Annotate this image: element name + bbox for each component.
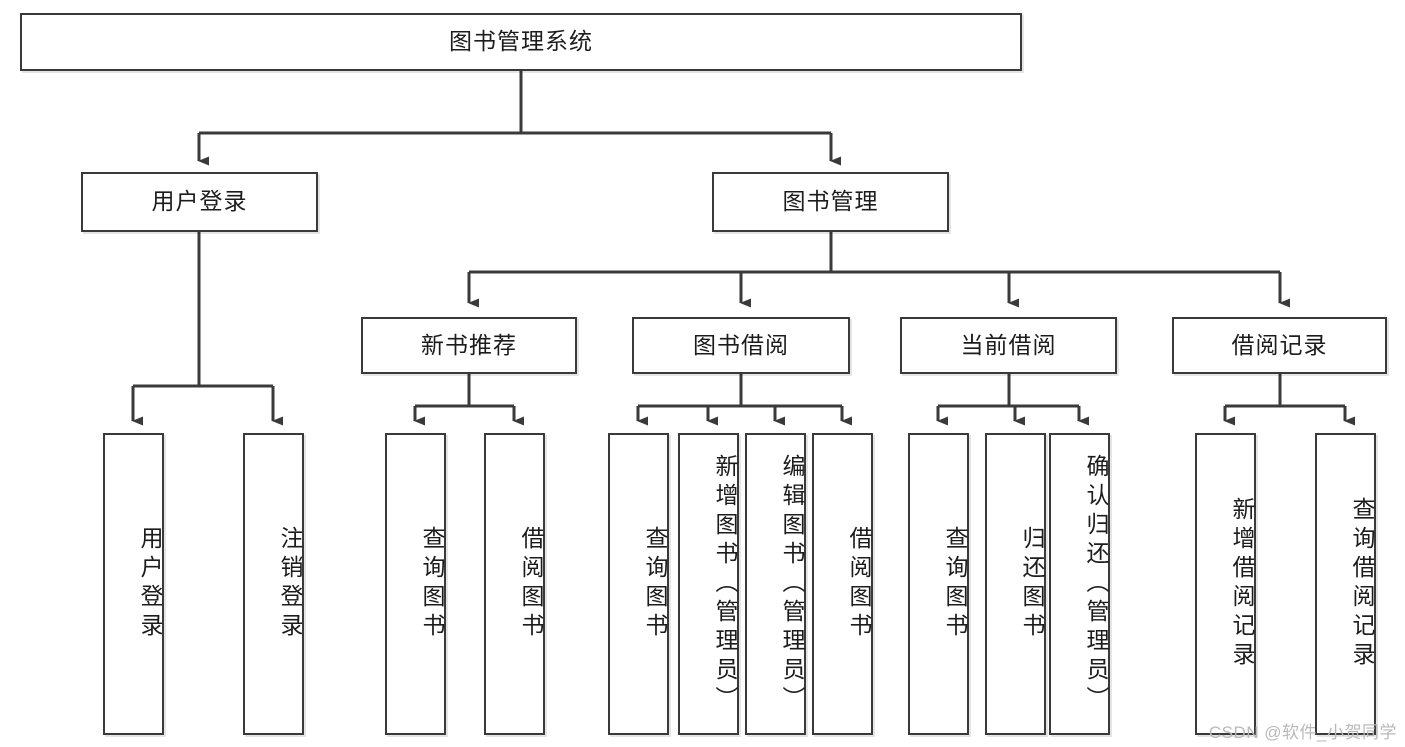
node-current-borrow[interactable]: 当前借阅 xyxy=(900,317,1117,374)
node-leaf-user-login[interactable]: 用户登录 xyxy=(103,433,164,735)
node-label: 图书借阅 xyxy=(693,331,789,358)
node-label: 确认归还（管理员） xyxy=(1083,453,1109,715)
node-label: 借阅记录 xyxy=(1231,331,1328,358)
node-label: 注销登录 xyxy=(277,526,303,642)
node-leaf-return-book[interactable]: 归还图书 xyxy=(985,433,1046,735)
node-leaf-query-book-recommend[interactable]: 查询图书 xyxy=(385,433,446,735)
node-label: 查询图书 xyxy=(942,526,968,642)
node-label: 图书管理系统 xyxy=(449,28,593,55)
node-leaf-borrow-book[interactable]: 借阅图书 xyxy=(812,433,873,735)
node-label: 归还图书 xyxy=(1019,526,1045,642)
node-label: 借阅图书 xyxy=(518,526,544,642)
node-label: 编辑图书（管理员） xyxy=(779,453,805,715)
node-label: 新增借阅记录 xyxy=(1229,497,1255,671)
node-book-management[interactable]: 图书管理 xyxy=(712,172,949,232)
node-label: 借阅图书 xyxy=(846,526,872,642)
node-leaf-edit-book-admin[interactable]: 编辑图书（管理员） xyxy=(745,433,806,735)
node-label: 新书推荐 xyxy=(421,331,517,358)
node-root-book-management-system[interactable]: 图书管理系统 xyxy=(20,13,1022,71)
node-leaf-query-book-borrow[interactable]: 查询图书 xyxy=(608,433,669,735)
node-leaf-add-book-admin[interactable]: 新增图书（管理员） xyxy=(678,433,739,735)
node-leaf-borrow-book-recommend[interactable]: 借阅图书 xyxy=(484,433,545,735)
node-label: 用户登录 xyxy=(137,526,163,642)
node-label: 用户登录 xyxy=(151,188,248,215)
node-leaf-query-borrow-record[interactable]: 查询借阅记录 xyxy=(1315,433,1376,735)
node-new-book-recommend[interactable]: 新书推荐 xyxy=(361,317,577,374)
node-book-borrow[interactable]: 图书借阅 xyxy=(632,317,850,374)
node-borrow-record[interactable]: 借阅记录 xyxy=(1172,317,1387,374)
node-label: 图书管理 xyxy=(782,188,879,215)
node-user-login[interactable]: 用户登录 xyxy=(81,172,318,232)
node-label: 当前借阅 xyxy=(960,331,1057,358)
node-leaf-confirm-return-admin[interactable]: 确认归还（管理员） xyxy=(1049,433,1110,735)
node-label: 查询图书 xyxy=(419,526,445,642)
node-leaf-query-book-current[interactable]: 查询图书 xyxy=(908,433,969,735)
node-leaf-logout[interactable]: 注销登录 xyxy=(243,433,304,735)
node-leaf-add-borrow-record[interactable]: 新增借阅记录 xyxy=(1195,433,1256,735)
node-label: 查询借阅记录 xyxy=(1349,497,1375,671)
node-label: 查询图书 xyxy=(642,526,668,642)
node-label: 新增图书（管理员） xyxy=(712,453,738,715)
